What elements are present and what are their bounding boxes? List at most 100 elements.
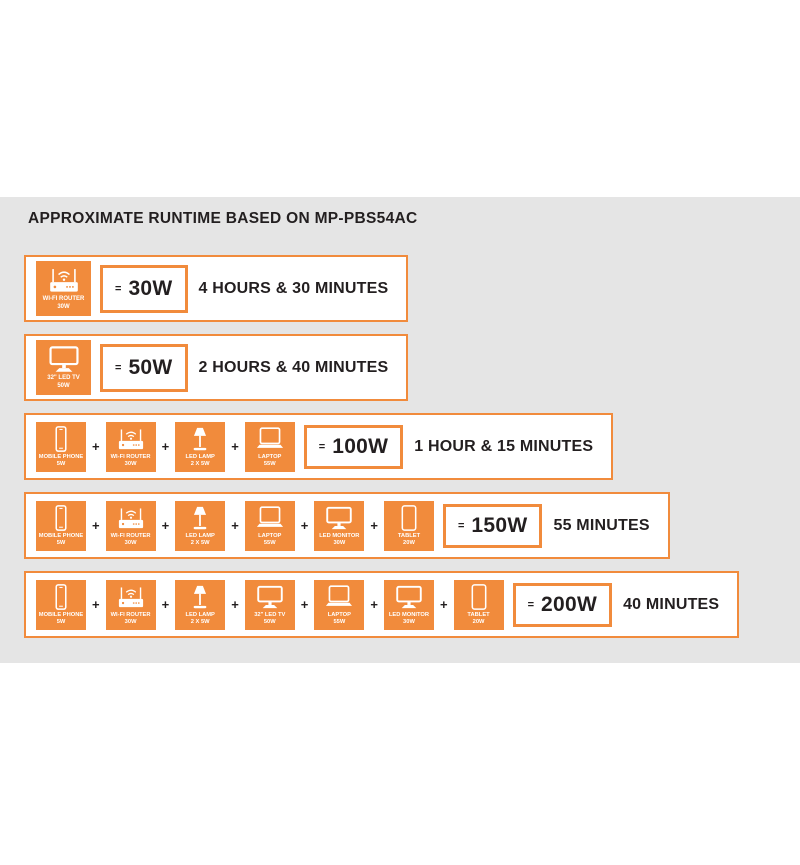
plus-sign: + [370,597,378,612]
device-watts: 50W [263,619,276,626]
device-watts: 30W [124,461,137,468]
device-label: MOBILE PHONE [38,453,84,460]
mobile-phone-icon [36,580,86,612]
device-label: MOBILE PHONE [38,532,84,539]
led-lamp-icon [175,422,225,454]
device-watts: 55W [263,461,276,468]
led-lamp-icon [175,580,225,612]
total-watts-box: =50W [100,343,188,392]
plus-sign: + [231,597,239,612]
device-watts: 2 X 5W [190,540,210,547]
wifi-router-icon [106,422,156,454]
device-watts: 30W [333,540,346,547]
device-watts: 30W [403,619,415,626]
wifi-router-icon [106,580,156,612]
device-label: TABLET [467,611,490,618]
total-watts-value: 30W [128,276,173,300]
total-watts-value: 100W [332,434,389,458]
device-label: LAPTOP [258,453,282,460]
total-watts-value: 150W [471,513,528,537]
device-watts: 55W [333,619,346,626]
device-label: LED MONITOR [319,532,360,539]
equals-sign: = [318,440,326,453]
total-watts-box: =200W [512,582,613,627]
plus-sign: + [161,518,170,533]
device-watts: 5W [56,540,66,547]
device-watts: 55W [263,540,276,547]
device-watts: 20W [472,619,485,626]
runtime-text: 40 MINUTES [623,595,720,613]
plus-sign: + [231,439,239,454]
device-label: 32" LED TV [254,611,286,618]
total-watts-value: 200W [541,592,598,616]
equals-sign: = [115,282,122,295]
equals-sign: = [115,361,122,374]
device-watts: 30W [124,619,137,626]
plus-sign: + [92,597,100,612]
plus-sign: + [92,518,100,533]
tablet-icon [454,580,504,612]
runtime-panel: APPROXIMATE RUNTIME BASED ON MP-PBS54AC … [0,197,800,663]
plus-sign: + [300,518,309,533]
tablet-icon [384,501,434,533]
wifi-router-icon [106,501,156,533]
device-label: LED LAMP [185,532,215,539]
runtime-text: 4 HOURS & 30 MINUTES [198,279,389,297]
laptop-icon [314,580,364,612]
total-watts-box: = 100W [303,424,404,469]
device-label: LAPTOP [327,611,351,618]
device-watts: 30W [124,540,137,547]
runtime-text: 1 HOUR & 15 MINUTES [414,437,594,455]
plus-sign: + [300,597,309,612]
mobile-phone-icon [36,501,86,533]
led-tv-icon [36,340,91,375]
device-watts: 20W [403,540,415,547]
device-label: MOBILE PHONE [38,611,84,618]
device-label: LED LAMP [185,453,215,460]
laptop-icon [245,501,295,533]
plus-sign: + [161,597,170,612]
device-label: WI-FI ROUTER [42,296,85,303]
mobile-phone-icon [36,422,86,454]
device-watts: 30W [57,304,70,311]
device-label: LED MONITOR [388,611,430,618]
laptop-icon [245,422,295,454]
device-label: WI-FI ROUTER [110,453,151,460]
